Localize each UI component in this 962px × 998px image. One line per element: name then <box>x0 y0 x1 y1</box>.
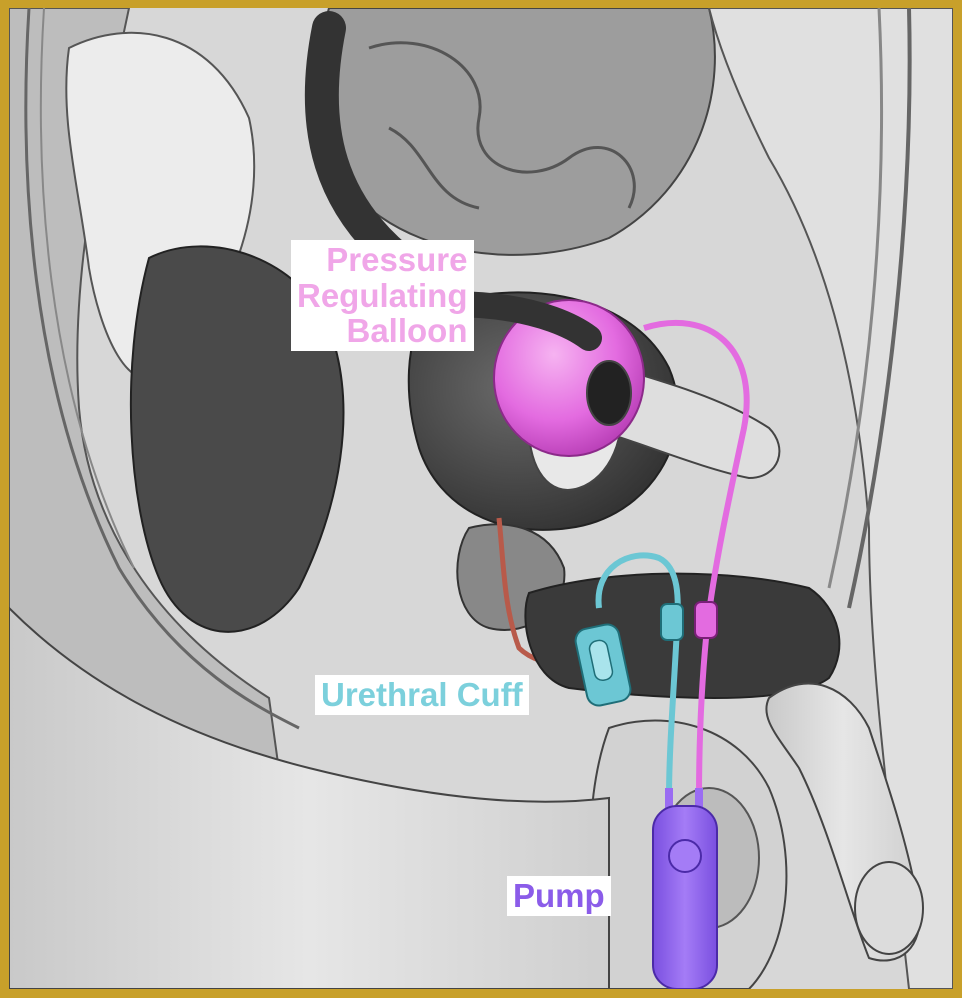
pump-device <box>653 806 717 989</box>
vessel-lumen <box>587 361 631 425</box>
balloon-label-line-1: Pressure <box>297 242 468 278</box>
pump-button <box>669 840 701 872</box>
balloon-label-line-3: Balloon <box>297 313 468 349</box>
cuff-label-text: Urethral Cuff <box>321 677 523 713</box>
cuff-connector <box>661 604 683 640</box>
cuff-label: Urethral Cuff <box>315 675 529 715</box>
balloon-connector <box>695 602 717 638</box>
balloon-label: Pressure Regulating Balloon <box>291 240 474 351</box>
anatomical-illustration <box>9 8 953 989</box>
pump-label: Pump <box>507 876 611 916</box>
balloon-label-line-2: Regulating <box>297 278 468 314</box>
pump-label-text: Pump <box>513 878 605 914</box>
glans <box>855 862 923 954</box>
